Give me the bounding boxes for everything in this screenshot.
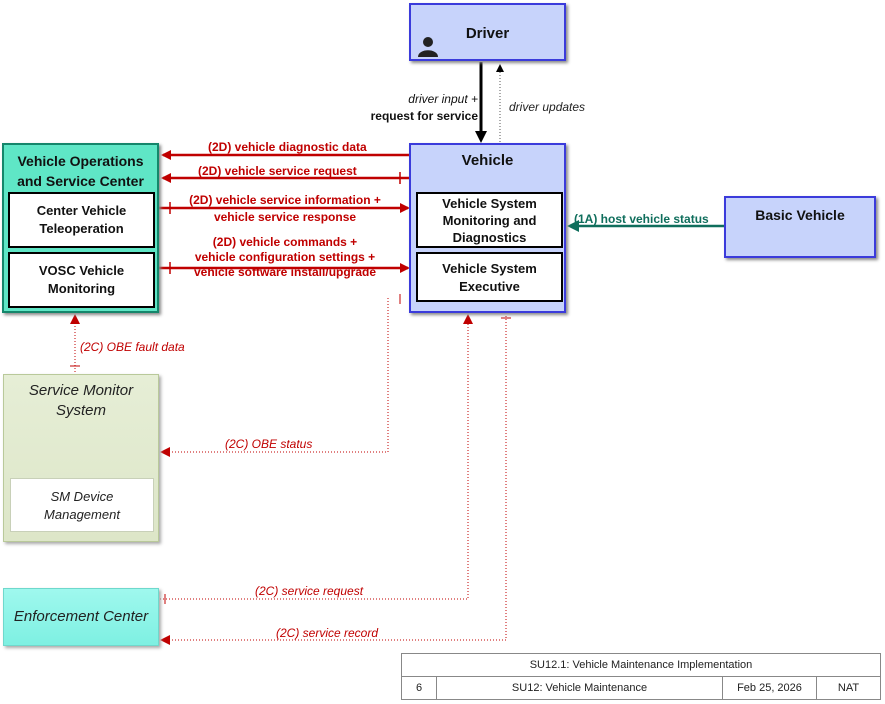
driver-input-line2: request for service [370,109,478,123]
sm-device-management-box: SM Device Management [10,478,154,532]
title-block-date: Feb 25, 2026 [722,676,817,700]
commands-label: (2D) vehicle commands + vehicle configur… [170,235,400,280]
service-request-2c-label: (2C) service request [255,584,364,598]
person-icon [418,37,438,57]
service-info-label: (2D) vehicle service information + vehic… [170,192,400,226]
obe-fault-label: (2C) OBE fault data [80,340,185,354]
obe-status-arrow [160,298,389,457]
vehicle-monitoring-diagnostics-box: Vehicle System Monitoring and Diagnostic… [416,192,563,248]
vosc-label-line2: and Service Center [17,173,144,189]
service-info-line1: (2D) vehicle service information + [189,193,381,207]
vosc-vehicle-monitoring-box: VOSC Vehicle Monitoring [8,252,155,308]
service-record-arrow [160,316,507,645]
driver-label: Driver [465,25,510,42]
vosc-sub2-line2: Monitoring [47,281,116,296]
vehicle-box: Vehicle Vehicle System Monitoring and Di… [409,143,566,313]
service-record-label: (2C) service record [276,626,379,640]
vosc-sub1-line2: Teleoperation [39,221,124,236]
center-vehicle-teleoperation-box: Center Vehicle Teleoperation [8,192,155,248]
driver-updates-label: driver updates [509,100,586,114]
host-status-label: (1A) host vehicle status [574,212,709,226]
vosc-sub2-line1: VOSC Vehicle [38,263,125,278]
service-request-2c-arrow [160,314,473,600]
service-monitor-label-line1: Service Monitor [28,382,134,399]
service-monitor-label-line2: System [55,402,106,419]
enforcement-center-label: Enforcement Center [13,608,149,625]
driver-box: Driver [409,3,566,61]
vehicle-label: Vehicle [461,152,514,169]
commands-line2: vehicle configuration settings + [194,250,376,264]
obe-status-label: (2C) OBE status [225,437,313,451]
vehicle-sub1-line2: Monitoring and [442,213,537,228]
vosc-sub1-line1: Center Vehicle [36,203,127,218]
driver-input-label: driver input + request for service [340,91,478,125]
title-block-number: 6 [401,676,437,700]
vehicle-sub1-line1: Vehicle System [442,196,537,211]
commands-line3: vehicle software install/upgrade [193,265,377,279]
vosc-box: Vehicle Operations and Service Center Ce… [2,143,159,313]
basic-vehicle-box: Basic Vehicle [724,196,876,258]
service-monitor-box: Service Monitor System SM Device Managem… [3,374,159,542]
diag-data-label: (2D) vehicle diagnostic data [208,140,367,154]
title-block-org: NAT [816,676,881,700]
vosc-label-line1: Vehicle Operations [17,153,144,169]
vehicle-system-executive-box: Vehicle System Executive [416,252,563,302]
enforcement-center-box: Enforcement Center [3,588,159,646]
service-info-line2: vehicle service response [213,210,357,224]
vehicle-sub2-line2: Executive [459,279,520,294]
basic-vehicle-label: Basic Vehicle [755,207,845,223]
service-monitor-sub1-line1: SM Device [50,489,114,504]
driver-input-line1: driver input + [408,92,478,106]
commands-line1: (2D) vehicle commands + [212,235,358,249]
service-request-2d-label: (2D) vehicle service request [198,164,357,178]
title-block-title: SU12.1: Vehicle Maintenance Implementati… [401,653,881,677]
vehicle-sub1-line3: Diagnostics [452,230,527,245]
vehicle-sub2-line1: Vehicle System [442,261,537,276]
service-monitor-sub1-line2: Management [44,507,120,522]
title-block-subtitle: SU12: Vehicle Maintenance [436,676,723,700]
